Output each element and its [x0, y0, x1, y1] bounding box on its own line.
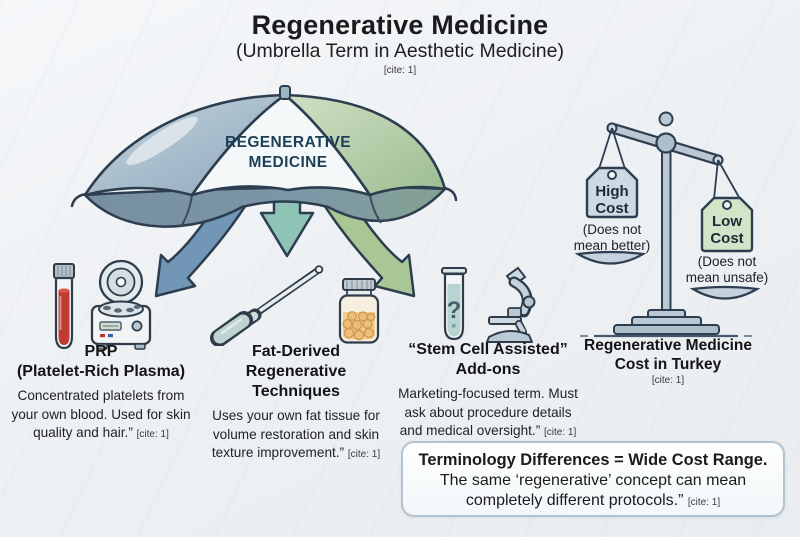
- citation-marker: [cite: 1]: [347, 448, 381, 460]
- fat-derived-description: Uses your own fat tissue for volume rest…: [211, 408, 381, 460]
- blood-tube-icon: [53, 263, 75, 350]
- cannula-icon: [210, 265, 324, 346]
- high-cost-label: High Cost: [595, 183, 629, 217]
- citation-marker: [cite: 1]: [383, 65, 417, 76]
- summary-body: The same ‘regenerative’ concept can mean…: [439, 472, 747, 510]
- balance-scale-illustration: [574, 111, 761, 338]
- citation-marker: [cite: 1]: [687, 497, 721, 509]
- stem-cell-title: “Stem Cell Assisted” Add-ons: [408, 341, 568, 379]
- fat-derived-icons: [200, 250, 392, 346]
- citation-marker: [cite: 1]: [544, 426, 577, 438]
- umbrella-illustration: REGENERATIVE MEDICINE: [70, 85, 458, 298]
- centrifuge-icon: [90, 259, 152, 350]
- scale-caption: Regenerative Medicine Cost in Turkey [ci…: [558, 337, 778, 386]
- fat-jar-icon: [338, 278, 380, 344]
- page-subtitle: (Umbrella Term in Aesthetic Medicine): [235, 40, 564, 62]
- low-cost-label: Low Cost: [710, 213, 744, 247]
- low-cost-tag: [700, 196, 754, 253]
- page-title: Regenerative Medicine: [251, 10, 549, 40]
- umbrella-ferrule: [279, 85, 291, 100]
- prp-title: PRP: [84, 343, 118, 360]
- prp-title-sub: (Platelet-Rich Plasma): [16, 363, 186, 381]
- stem-cell-section: ? “Stem Cell Assisted” Add-ons Marketing…: [392, 256, 584, 440]
- microscope-icon: [486, 266, 536, 343]
- umbrella-label-line2: MEDICINE: [249, 154, 328, 171]
- right-scale-pan: [689, 285, 761, 300]
- fat-derived-title: Fat-Derived Regenerative Techniques: [245, 343, 347, 401]
- question-mark-glyph: ?: [447, 297, 462, 324]
- prp-section: PRP (Platelet-Rich Plasma) Concentrated …: [3, 254, 199, 442]
- terminology-summary-box: Terminology Differences = Wide Cost Rang…: [401, 441, 785, 517]
- prp-description: Concentrated platelets from your own blo…: [11, 388, 191, 440]
- prp-icons: [3, 254, 199, 354]
- high-cost-tag: [585, 166, 639, 219]
- citation-marker: [cite: 1]: [651, 374, 685, 386]
- question-test-tube-icon: ?: [441, 267, 467, 341]
- stem-cell-description: Marketing-focused term. Must ask about p…: [398, 386, 578, 438]
- scale-caption-line1: Regenerative Medicine: [584, 337, 752, 354]
- stem-cell-icons: ?: [392, 256, 584, 346]
- scale-caption-line2: Cost in Turkey: [614, 355, 722, 373]
- fat-derived-section: Fat-Derived Regenerative Techniques Uses…: [200, 250, 392, 462]
- low-cost-note: (Does not mean unsafe): [685, 254, 769, 285]
- umbrella-panel-right: [283, 93, 447, 197]
- high-cost-note: (Does not mean better): [573, 222, 651, 253]
- summary-headline: Terminology Differences = Wide Cost Rang…: [418, 451, 768, 469]
- umbrella-label-line1: REGENERATIVE: [225, 134, 351, 151]
- citation-marker: [cite: 1]: [136, 428, 169, 440]
- left-scale-pan: [574, 250, 647, 265]
